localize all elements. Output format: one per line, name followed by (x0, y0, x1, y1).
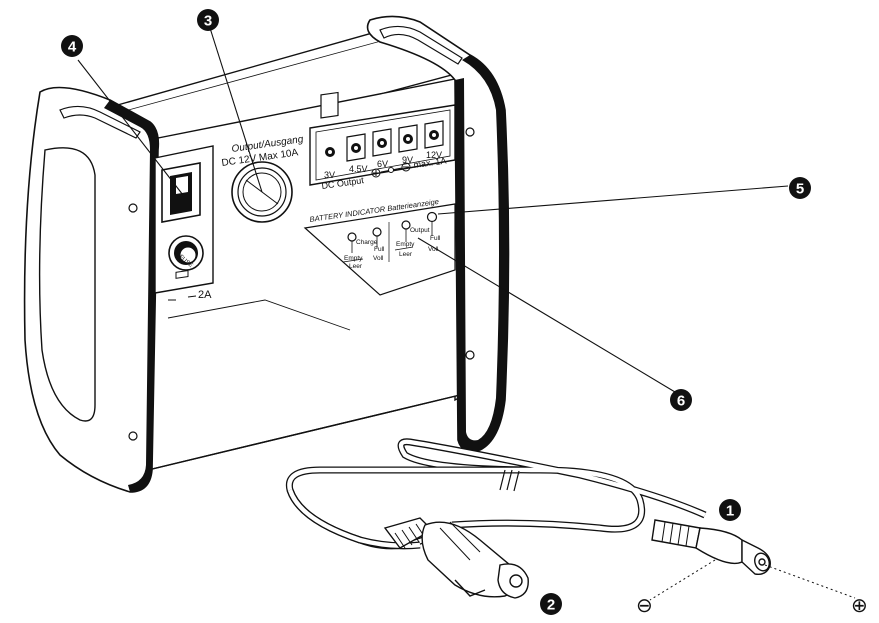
dc-voltage-label: 3V (324, 170, 335, 180)
callout-leaders (77, 27, 789, 396)
callout-number: 5 (796, 181, 804, 198)
dc-socket-12v[interactable] (424, 120, 444, 149)
dc-max-label: max. 1A (413, 155, 447, 169)
polarity-markers: ⊖ ⊕ (636, 559, 868, 617)
led-label: Full (430, 235, 441, 242)
led-output-empty (401, 220, 411, 242)
led-output-full (426, 211, 438, 236)
dc-socket-3v[interactable] (320, 91, 339, 157)
callout-badge-3: 3 (197, 9, 219, 31)
dc-voltage-label: 4.5V (349, 164, 368, 174)
right-handle (366, 15, 510, 453)
dc-socket-9v[interactable] (398, 124, 418, 153)
dc-voltage-label: 6V (377, 159, 388, 169)
led-label: Voll (428, 246, 439, 253)
led-label: Charge (356, 239, 378, 246)
left-handle (23, 86, 160, 493)
box-body (98, 27, 472, 471)
dc-socket-4_5v[interactable] (346, 133, 366, 162)
led-label: Full (374, 246, 385, 253)
polarity-symbol (371, 162, 411, 178)
dc-barrel-plug (651, 519, 771, 576)
positive-polarity-icon: ⊕ (851, 595, 868, 617)
led-charge-full (372, 227, 382, 248)
callout-badge-4: 4 (61, 35, 83, 57)
callout-number: 4 (68, 39, 77, 56)
led-charge-empty (347, 232, 357, 253)
dc-output-panel: 3V 4.5V 6V 9V 12V DC Output max. 1A (309, 91, 456, 191)
callout-number: 1 (726, 503, 734, 520)
callout-number: 2 (547, 597, 555, 614)
dc-socket-6v[interactable] (372, 128, 392, 157)
fuse-rating-label: 2A (198, 289, 212, 301)
led-label: Leer (399, 251, 413, 258)
battery-indicator-panel: BATTERY INDICATOR Batterieanzeige Charge… (303, 197, 456, 296)
callout-badge-2: 2 (540, 593, 562, 615)
led-label: Voll (373, 255, 384, 262)
callout-badge-1: 1 (719, 499, 741, 521)
led-label: Empty (344, 255, 363, 262)
callout-number: 3 (204, 13, 212, 30)
callout-badge-6: 6 (670, 389, 692, 411)
fuse-holder[interactable]: FUSE (168, 235, 204, 271)
dc-cable (285, 438, 707, 550)
dc-voltage-label: 9V (402, 155, 413, 165)
callout-badge-5: 5 (789, 177, 811, 199)
power-switch[interactable] (161, 162, 201, 223)
led-label: Output (410, 227, 430, 234)
cigarette-lighter-plug (383, 517, 529, 599)
fuse-rating-marking: 2A (168, 270, 212, 301)
led-label: Leer (349, 263, 363, 270)
led-label: Empty (396, 241, 415, 248)
negative-polarity-icon: ⊖ (636, 595, 653, 617)
callout-number: 6 (677, 393, 685, 410)
dc-voltage-label: 12V (426, 150, 442, 160)
switch-fuse-panel: FUSE 2A (154, 145, 214, 301)
